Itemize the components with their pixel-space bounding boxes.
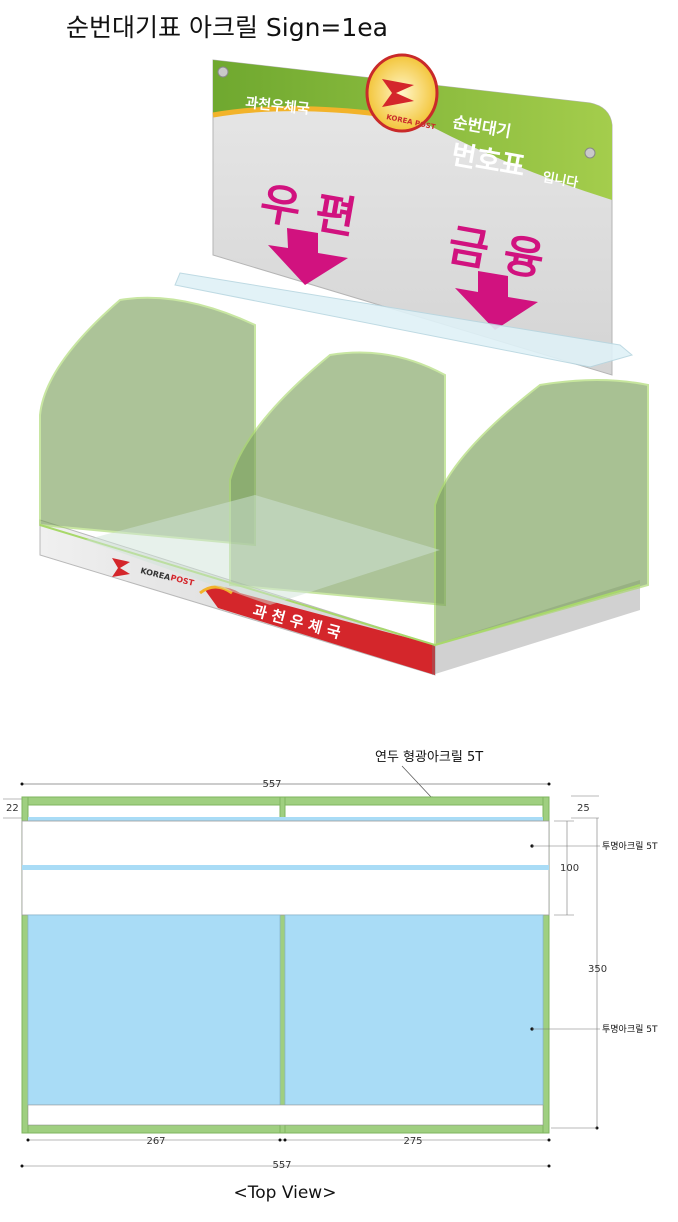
top-view-plan: 연두 형광아크릴 5T 557 22 25 투명아크릴 5T 100 350 [3,750,658,1171]
page-title: 순번대기표 아크릴 Sign=1ea [66,13,388,42]
top-view-caption: <Top View> [233,1183,337,1203]
annotation-clear-acrylic-low: 투명아크릴 5T [602,1024,658,1035]
dim-left-gap: 22 [6,803,19,814]
dim-clear-band: 100 [560,863,579,874]
sign-board [212,59,613,376]
dim-total-top: 557 [262,779,281,790]
dim-right-gap: 25 [577,803,590,814]
fluor-green-frame [21,796,550,1134]
product-render: 과천우체국 KOREA POST 순번대기 번호표 입니다 우 편 금 융 KO… [39,53,649,676]
dim-depth: 350 [588,964,607,975]
annotation-fluor-acrylic: 연두 형광아크릴 5T [375,750,483,765]
left-down-arrow-icon [268,228,348,285]
sign-org-label: 과천우체국 [245,95,311,118]
annotation-clear-acrylic-mid: 투명아크릴 5T [602,841,658,852]
clear-panel-left [27,914,281,1106]
clear-panel-right [284,914,544,1106]
right-down-arrow-icon [455,271,538,330]
dim-total-bottom: 557 [272,1160,291,1171]
clear-strip-top [28,817,543,822]
dim-left-bay: 267 [146,1136,165,1147]
dim-right-bay: 275 [403,1136,422,1147]
sign-heading-suffix: 입니다 [541,169,579,191]
clear-strip-mid [22,865,549,870]
korea-post-logo: KOREA POST [365,53,439,133]
